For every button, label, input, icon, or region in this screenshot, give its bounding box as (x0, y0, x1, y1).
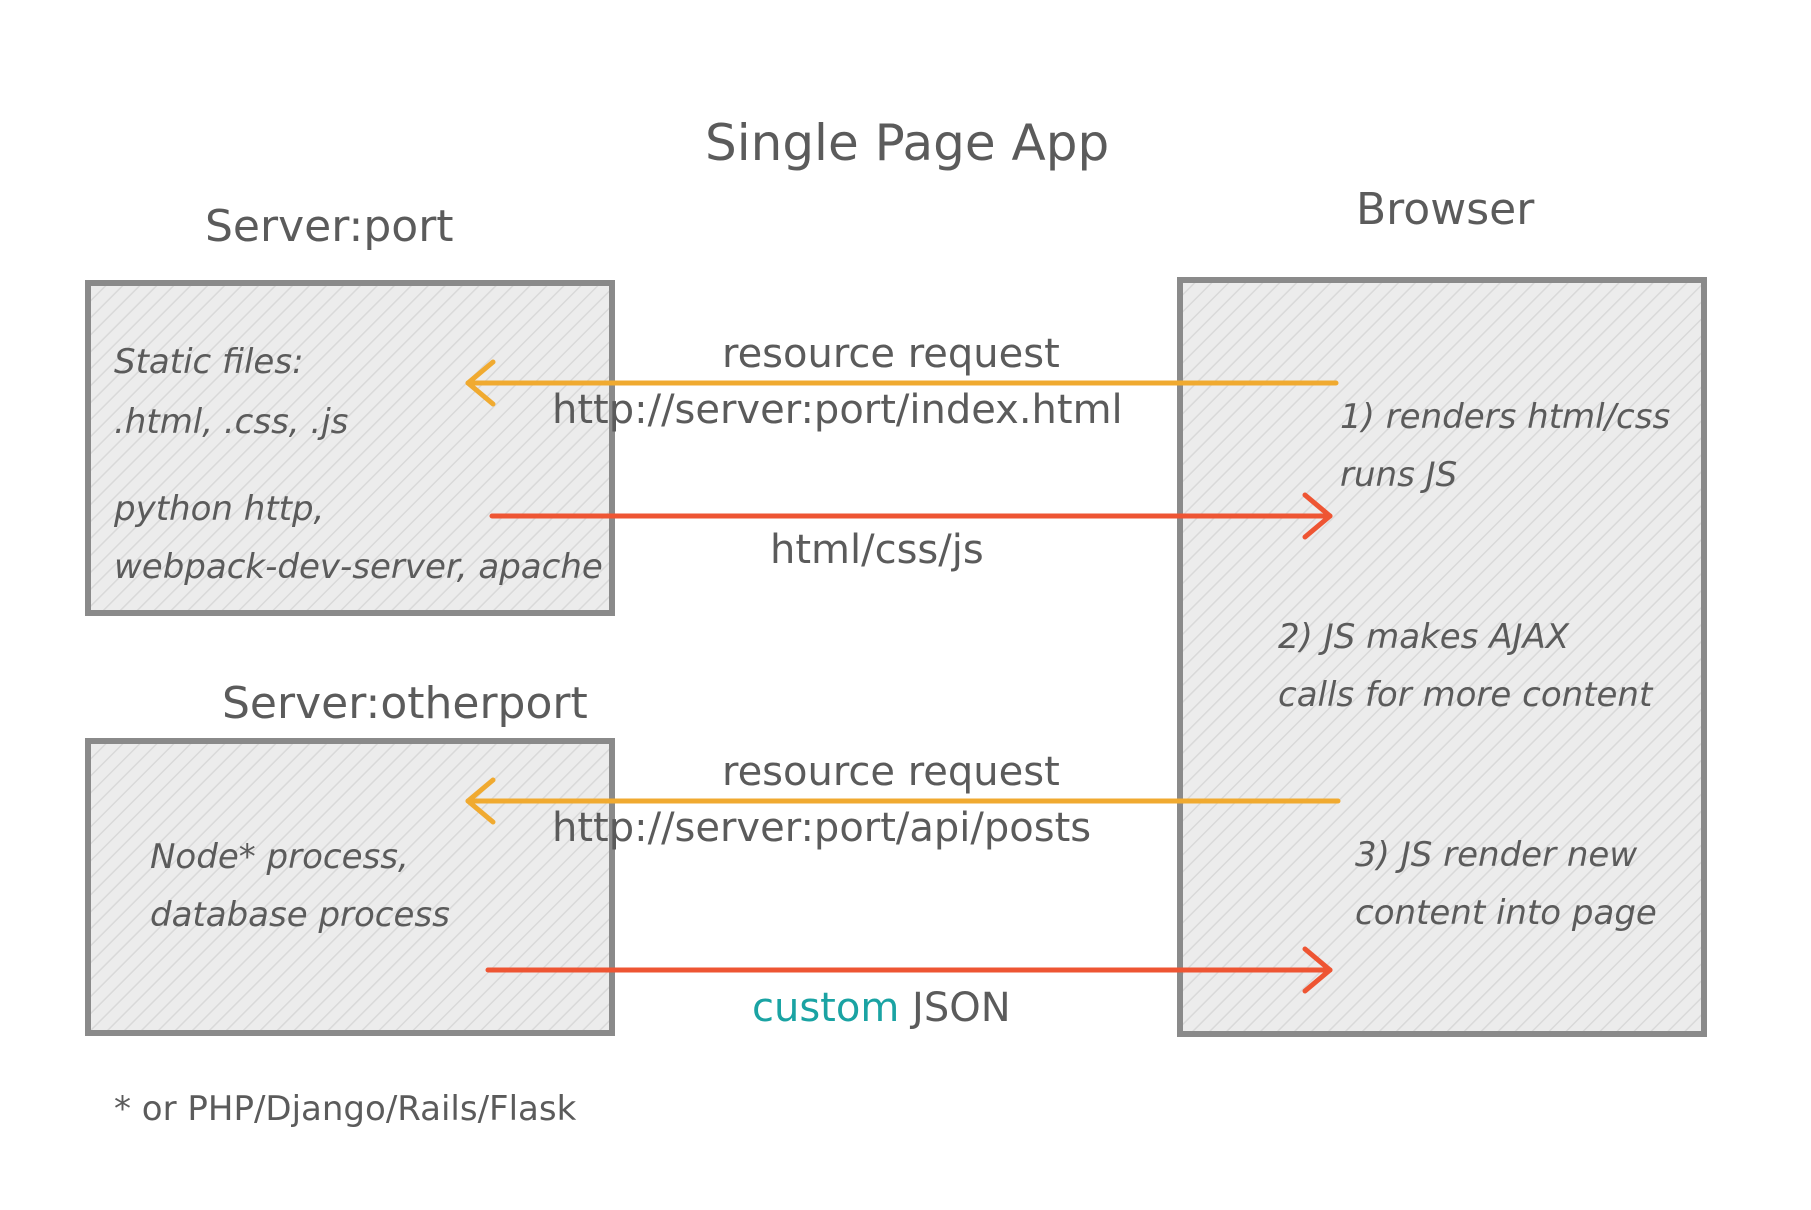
footnote: * or PHP/Django/Rails/Flask (114, 1089, 577, 1129)
browser-step1-line1: 1) renders html/css (1340, 397, 1671, 437)
response2-suffix: JSON (912, 985, 1011, 1031)
request2-url: http://server:port/api/posts (552, 805, 1092, 851)
response1-label: html/css/js (770, 527, 984, 573)
static-files-label: Static files: (114, 342, 304, 382)
otherport-line2: database process (150, 895, 450, 935)
server-otherport-heading: Server:otherport (222, 678, 588, 729)
file-types-text: .html, .css, .js (114, 402, 349, 442)
browser-step2-line2: calls for more content (1278, 675, 1653, 715)
request1-url: http://server:port/index.html (552, 387, 1123, 433)
server-list-line1: python http, (114, 489, 325, 529)
request2-label: resource request (722, 749, 1060, 795)
browser-step1-line2: runs JS (1340, 455, 1458, 495)
server-otherport-box (85, 738, 615, 1036)
request1-label: resource request (722, 331, 1060, 377)
server-list-line2: webpack-dev-server, apache (114, 547, 603, 587)
request-arrow-1 (465, 359, 1339, 407)
response-arrow-2 (485, 946, 1333, 994)
browser-step2-line1: 2) JS makes AJAX (1278, 617, 1570, 657)
otherport-line1: Node* process, (150, 837, 409, 877)
browser-step3-line1: 3) JS render new (1355, 835, 1638, 875)
server-port-heading: Server:port (205, 201, 454, 252)
diagram-title: Single Page App (705, 114, 1110, 172)
response2-label: custom JSON (752, 988, 1011, 1028)
browser-step3-line2: content into page (1355, 893, 1657, 933)
response2-prefix: custom (752, 985, 900, 1031)
request-arrow-2 (465, 777, 1341, 825)
response-arrow-1 (489, 492, 1333, 540)
server-port-box (85, 280, 615, 616)
browser-box (1177, 277, 1707, 1037)
browser-heading: Browser (1356, 184, 1535, 235)
